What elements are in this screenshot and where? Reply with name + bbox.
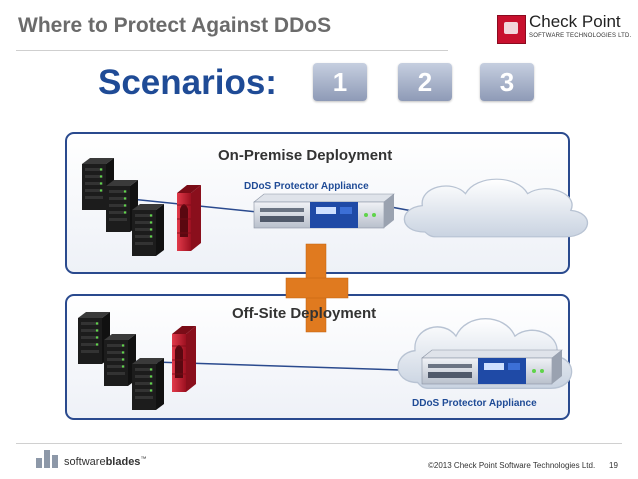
scenario-1-button[interactable]: 1 <box>313 63 367 101</box>
off-site-appliance-label: DDoS Protector Appliance <box>412 398 537 409</box>
softwareblades-logo: softwareblades™ <box>64 456 146 468</box>
scenario-3-button[interactable]: 3 <box>480 63 534 101</box>
product-line-tm: ™ <box>140 456 147 463</box>
scenario-2-button[interactable]: 2 <box>398 63 452 101</box>
on-premise-appliance-label: DDoS Protector Appliance <box>244 181 369 192</box>
product-line-bold: blades <box>105 456 141 468</box>
server-rack-icon <box>104 334 136 386</box>
company-name: Check Point <box>529 12 621 31</box>
check-point-logo-icon <box>497 15 526 44</box>
appliance-icon <box>253 193 395 229</box>
page-number: 19 <box>609 461 618 470</box>
plus-icon <box>285 243 349 333</box>
appliance-icon <box>421 349 563 385</box>
server-rack-icon <box>132 358 164 410</box>
firewall-icon <box>176 184 202 252</box>
check-point-logo: Check Point SOFTWARE TECHNOLOGIES LTD. <box>497 12 631 47</box>
softwareblades-logo-icon <box>36 450 60 468</box>
on-premise-title: On-Premise Deployment <box>218 147 393 164</box>
company-tagline: SOFTWARE TECHNOLOGIES LTD. <box>529 33 632 39</box>
title-divider <box>16 50 448 51</box>
server-rack-icon <box>132 204 164 256</box>
scenarios-label: Scenarios: <box>98 63 277 102</box>
product-line-regular: software <box>64 456 106 468</box>
off-site-title: Off-Site Deployment <box>232 305 377 322</box>
copyright-text: ©2013 Check Point Software Technologies … <box>428 461 596 470</box>
footer-divider <box>16 443 622 444</box>
cloud-icon <box>403 178 589 238</box>
slide-title: Where to Protect Against DDoS <box>18 14 332 37</box>
firewall-icon <box>171 325 197 393</box>
